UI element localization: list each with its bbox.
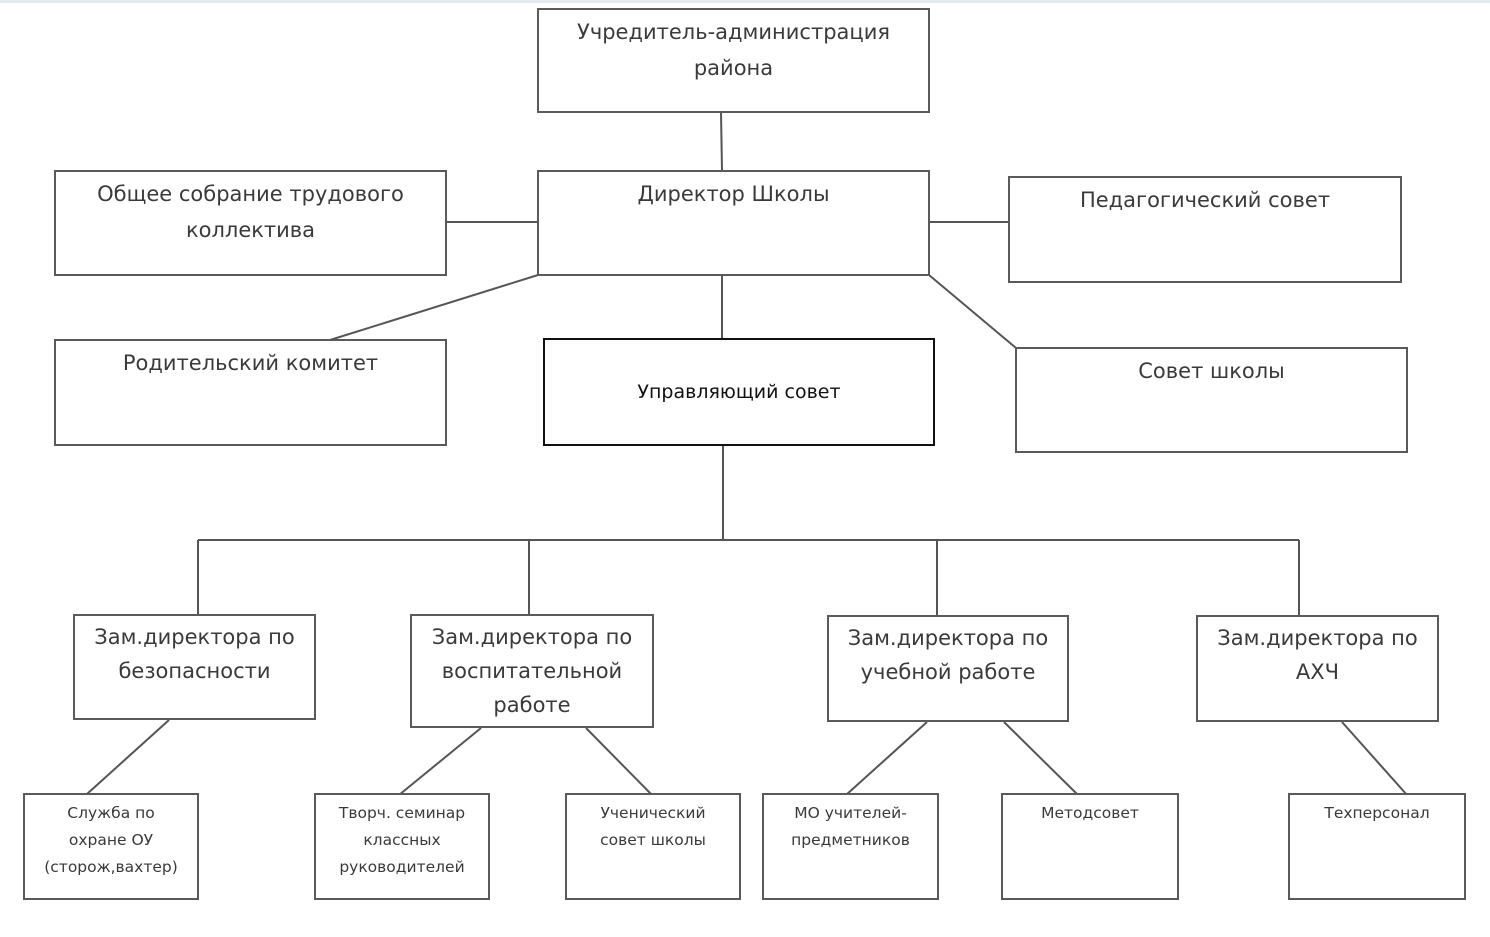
node-parent-committee: Родительский комитет [54, 339, 447, 446]
node-creative-seminar: Творч. семинар классных руководителей [314, 793, 490, 900]
node-mo-teachers: МО учителей- предметников [762, 793, 939, 900]
node-method-council-label: Методсовет [1041, 804, 1139, 822]
node-deputy-ahch-label: Зам.директора по АХЧ [1217, 626, 1418, 684]
node-pedagogical-council: Педагогический совет [1008, 176, 1402, 283]
node-security-service-label: Служба по охране ОУ (сторож,вахтер) [44, 804, 178, 876]
node-governing-council: Управляющий совет [543, 338, 935, 446]
node-deputy-academic-label: Зам.директора по учебной работе [847, 626, 1049, 684]
edge-ahch-tech-staff [1341, 721, 1408, 796]
node-security-service: Служба по охране ОУ (сторож,вахтер) [23, 793, 199, 900]
node-deputy-academic: Зам.директора по учебной работе [827, 615, 1069, 722]
node-pedagogical-council-label: Педагогический совет [1079, 188, 1331, 212]
node-deputy-ahch: Зам.директора по АХЧ [1196, 615, 1439, 722]
edge-director-parent-committee [329, 274, 539, 341]
edge-director-school-council [928, 274, 1017, 349]
node-general-meeting-label: Общее собрание трудового коллектива [97, 182, 404, 242]
node-deputy-education-label: Зам.директора по воспитательной работе [431, 625, 633, 717]
edge-academic-mo-teachers [845, 721, 928, 796]
node-founder: Учредитель-администрация района [537, 8, 930, 113]
node-director: Директор Школы [537, 170, 930, 276]
node-tech-staff-label: Техперсонал [1324, 804, 1430, 822]
edge-safety-security-service [86, 719, 170, 795]
edge-education-creative-seminar [398, 727, 482, 796]
node-mo-teachers-label: МО учителей- предметников [791, 804, 910, 849]
node-founder-label: Учредитель-администрация района [577, 20, 890, 80]
node-creative-seminar-label: Творч. семинар классных руководителей [338, 804, 466, 876]
edge-education-student-council [585, 727, 653, 796]
node-deputy-safety: Зам.директора по безопасности [73, 614, 316, 720]
node-student-council: Ученический совет школы [565, 793, 741, 900]
node-school-council-label: Совет школы [1138, 359, 1285, 383]
node-director-label: Директор Школы [637, 182, 830, 206]
page-top-border [0, 0, 1490, 3]
node-governing-council-label: Управляющий совет [637, 381, 841, 403]
node-general-meeting: Общее собрание трудового коллектива [54, 170, 447, 276]
node-method-council: Методсовет [1001, 793, 1179, 900]
node-student-council-label: Ученический совет школы [600, 804, 706, 849]
edge-founder-director [720, 111, 723, 172]
node-deputy-education: Зам.директора по воспитательной работе [410, 614, 654, 728]
node-tech-staff: Техперсонал [1288, 793, 1466, 900]
node-school-council: Совет школы [1015, 347, 1408, 453]
edge-academic-method-council [1003, 721, 1079, 796]
node-parent-committee-label: Родительский комитет [122, 351, 379, 375]
node-deputy-safety-label: Зам.директора по безопасности [94, 625, 295, 683]
